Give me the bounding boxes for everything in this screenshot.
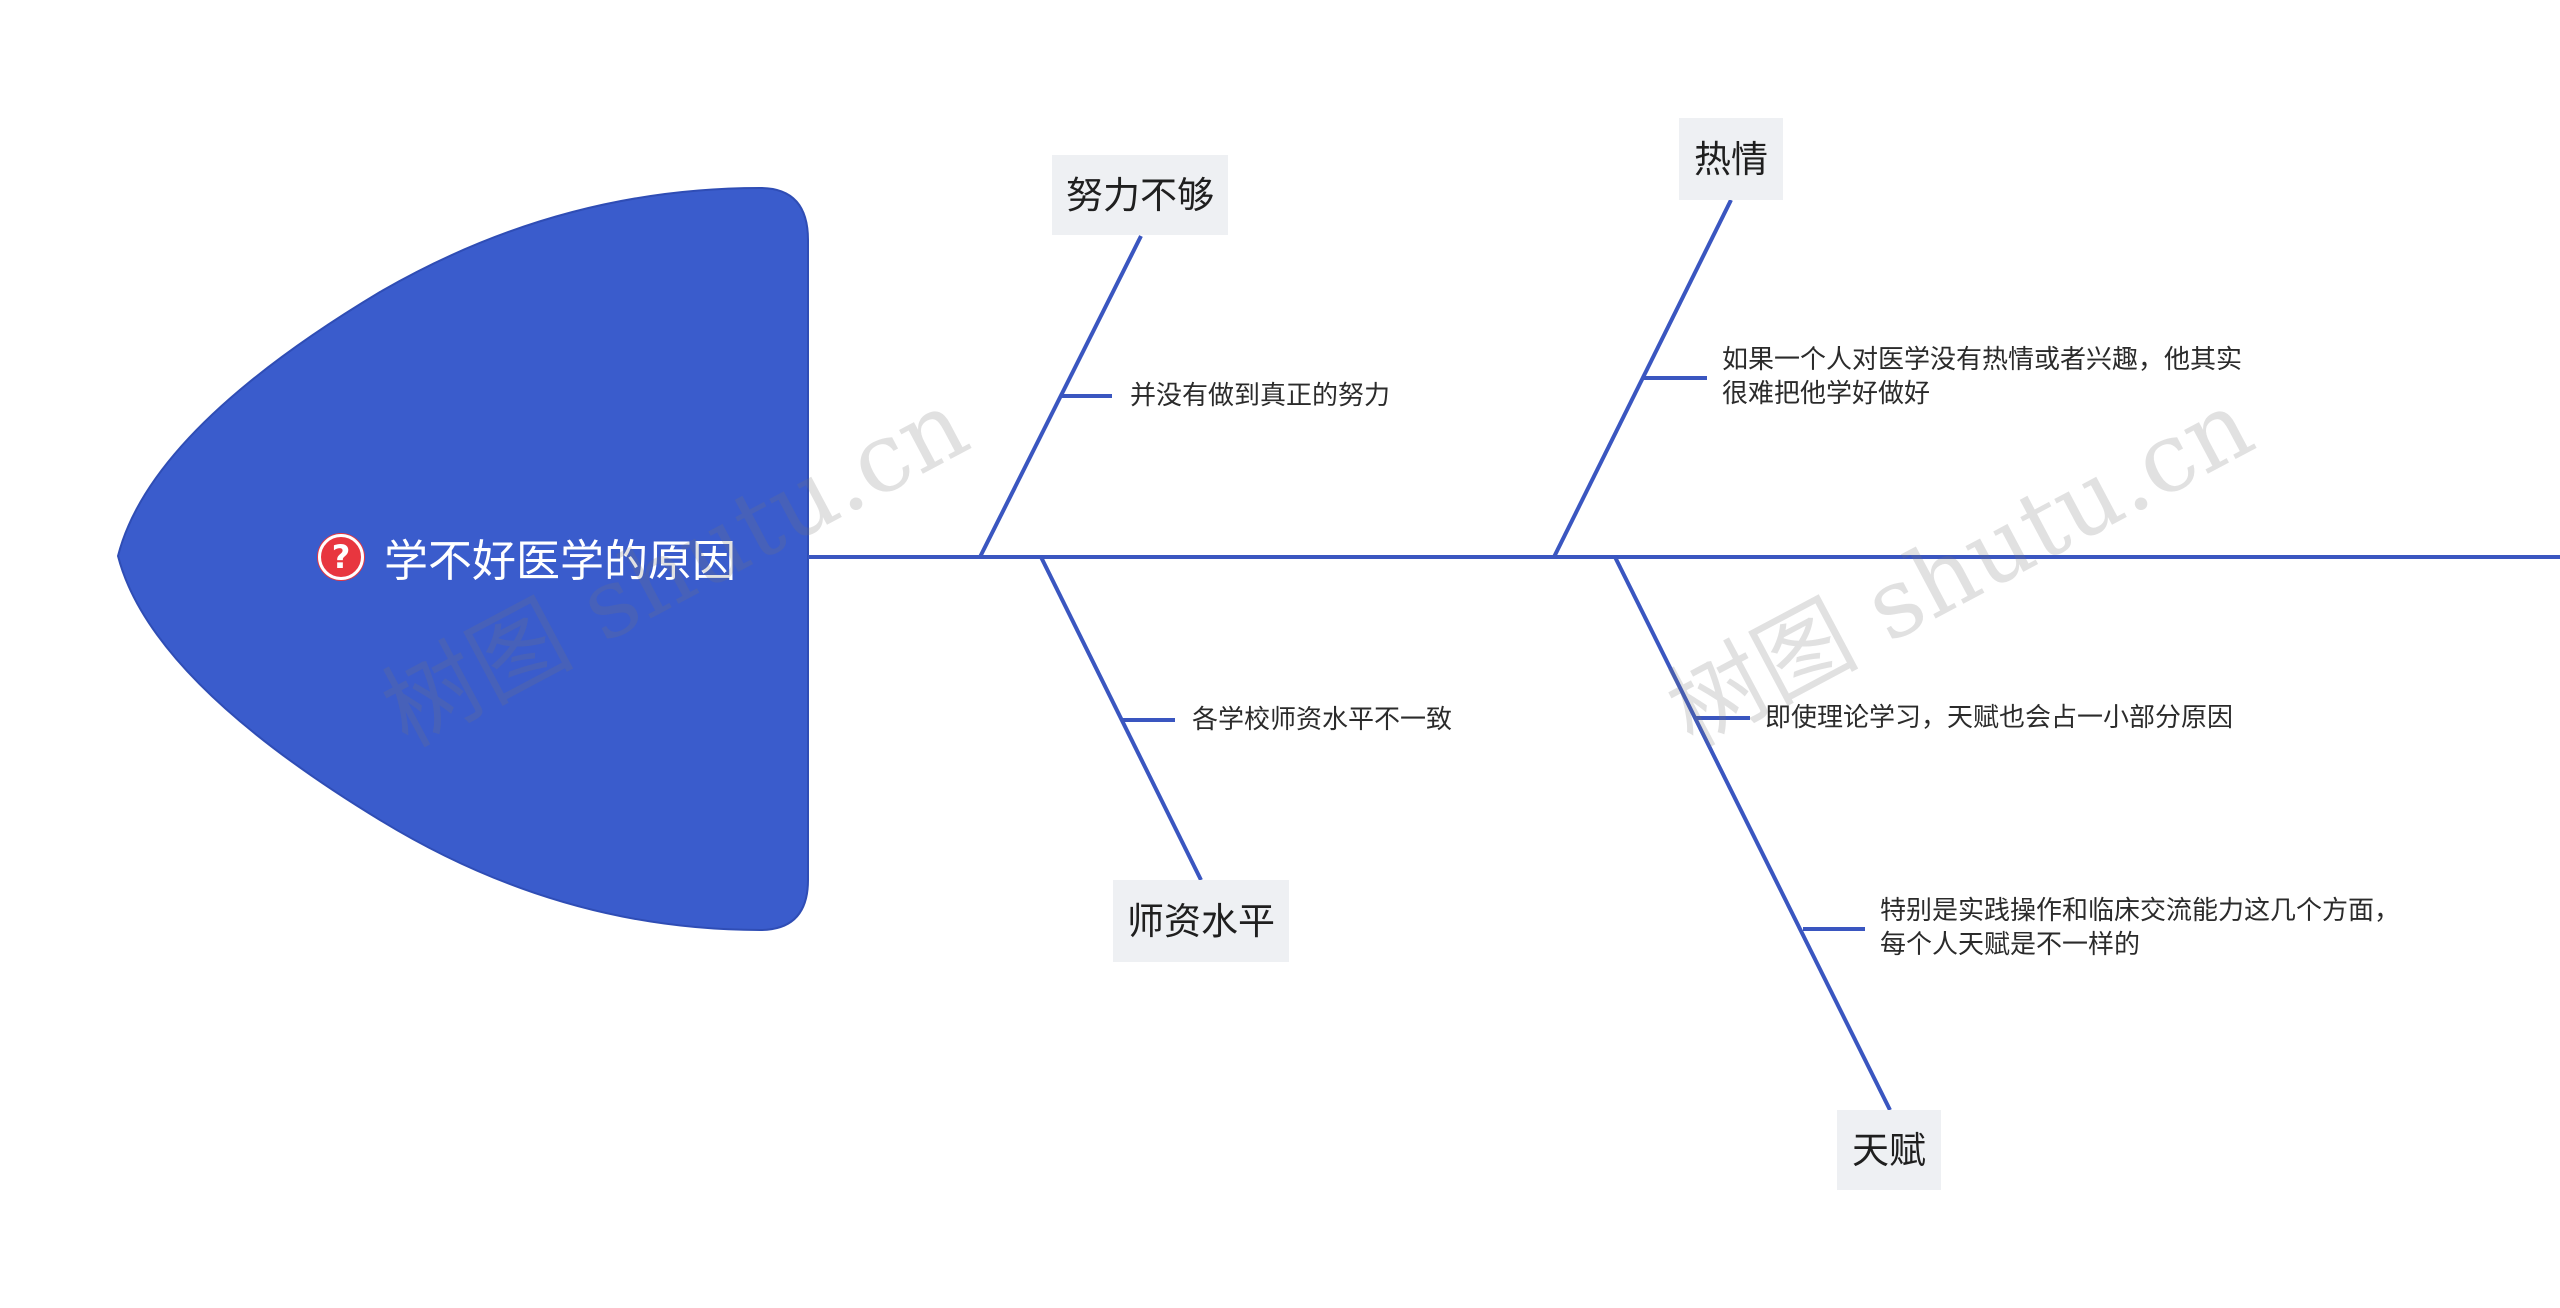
- bone-line-faculty: [1039, 556, 1203, 881]
- topic-effort-label: 努力不够: [1066, 173, 1214, 217]
- root-topic-label: 学不好医学的原因: [384, 536, 736, 587]
- bone-line-talent: [1613, 556, 1892, 1111]
- topic-passion[interactable]: 热情: [1679, 118, 1783, 200]
- topic-faculty[interactable]: 师资水平: [1113, 880, 1289, 962]
- topic-talent[interactable]: 天赋: [1837, 1110, 1941, 1190]
- topic-passion-label: 热情: [1694, 137, 1768, 181]
- topic-faculty-label: 师资水平: [1127, 899, 1275, 943]
- detail-talent-2[interactable]: 特别是实践操作和临床交流能力这几个方面， 每个人天赋是不一样的: [1880, 896, 2401, 960]
- root-topic[interactable]: ? 学不好医学的原因: [318, 520, 736, 594]
- fish-head-shape[interactable]: [116, 186, 809, 932]
- detail-talent-1[interactable]: 即使理论学习，天赋也会占一小部分原因: [1765, 703, 2234, 733]
- detail-faculty-1[interactable]: 各学校师资水平不一致: [1192, 705, 1453, 735]
- detail-passion-1[interactable]: 如果一个人对医学没有热情或者兴趣，他其实 很难把他学好做好: [1722, 345, 2243, 409]
- bone-line-effort: [978, 235, 1143, 558]
- topic-talent-label: 天赋: [1852, 1128, 1926, 1172]
- bone-line-passion: [1552, 199, 1733, 558]
- detail-effort-1[interactable]: 并没有做到真正的努力: [1130, 381, 1391, 411]
- topic-effort[interactable]: 努力不够: [1052, 155, 1228, 235]
- question-icon: ?: [318, 534, 364, 580]
